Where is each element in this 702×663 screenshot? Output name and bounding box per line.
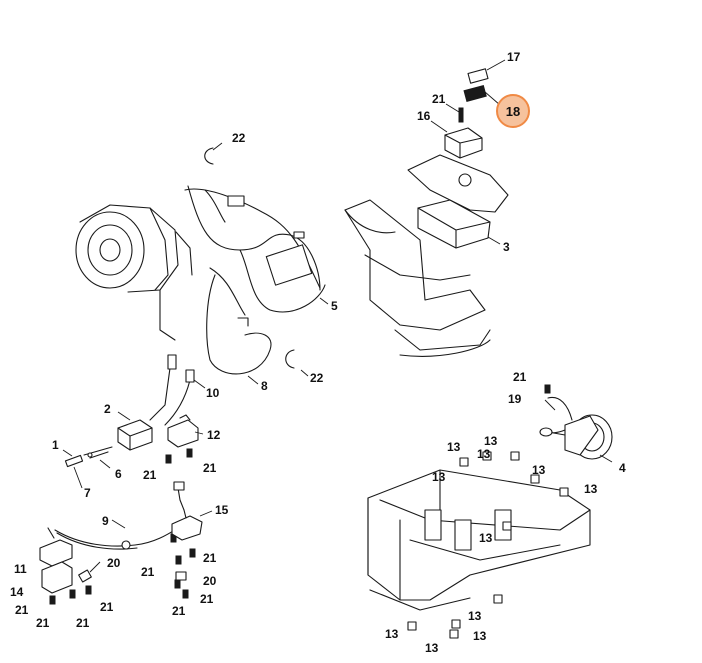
callout-13-g: 13: [479, 531, 493, 545]
callout-4: 4: [619, 461, 626, 475]
callout-22-top: 22: [232, 131, 246, 145]
callout-22-mid: 22: [310, 371, 324, 385]
cover-assembly: [344, 199, 491, 357]
callout-21-k: 21: [513, 370, 527, 384]
callout-19: 19: [508, 392, 522, 406]
callout-21-g: 21: [141, 565, 155, 579]
screws-mid: [49, 448, 196, 605]
bracket-11: [39, 527, 73, 594]
callout-13-c: 13: [477, 447, 491, 461]
callout-20-a: 20: [107, 556, 121, 570]
callout-21-b: 21: [203, 461, 217, 475]
clip-22-top: [204, 147, 214, 165]
callout-21-j: 21: [172, 604, 186, 618]
callout-14: 14: [10, 585, 24, 599]
callout-16: 16: [417, 109, 431, 123]
callout-9: 9: [102, 514, 109, 528]
wiring-harness: [184, 185, 326, 316]
callout-13-a: 13: [447, 440, 461, 454]
callout-20-b: 20: [203, 574, 217, 588]
cable-9: [54, 527, 179, 547]
callout-13-d: 13: [432, 470, 446, 484]
callout-1: 1: [52, 438, 59, 452]
callout-10: 10: [206, 386, 220, 400]
callout-21-h: 21: [203, 551, 217, 565]
callout-13-e: 13: [532, 463, 546, 477]
callout-13-f: 13: [584, 482, 598, 496]
callout-6: 6: [115, 467, 122, 481]
callout-5: 5: [331, 299, 338, 313]
callout-21-i: 21: [200, 592, 214, 606]
motor-assembly: [75, 204, 193, 341]
motor-4: [547, 414, 613, 460]
cable-10: [164, 379, 191, 426]
callout-21-f: 21: [100, 600, 114, 614]
part-20-left: [78, 569, 92, 583]
plate-under-16: [407, 154, 509, 213]
callout-7: 7: [84, 486, 91, 500]
callout-21-top: 21: [432, 92, 446, 106]
callout-12: 12: [207, 428, 221, 442]
callout-13-i: 13: [385, 627, 399, 641]
bracket-15: [171, 481, 203, 541]
callout-21-e: 21: [76, 616, 90, 630]
callout-21-d: 21: [36, 616, 50, 630]
callout-21-a: 21: [143, 468, 157, 482]
callout-8: 8: [261, 379, 268, 393]
part-17: [463, 68, 489, 102]
clip-22-mid: [285, 349, 295, 369]
callout-17: 17: [507, 50, 521, 64]
sensor-1-6-7: [64, 446, 113, 468]
clips-13: [407, 451, 569, 639]
callout-13-h2: 13: [473, 629, 487, 643]
callout-2: 2: [104, 402, 111, 416]
callout-13-h: 13: [468, 609, 482, 623]
part-16: [444, 127, 483, 159]
callout-11: 11: [14, 562, 27, 576]
leader-lines: [62, 59, 613, 573]
washer-19: [539, 427, 553, 437]
callout-13-b: 13: [484, 434, 498, 448]
callout-18-highlight: 18: [496, 94, 530, 128]
callout-21-c: 21: [15, 603, 29, 617]
cable-8: [206, 274, 272, 375]
callout-3: 3: [503, 240, 510, 254]
callout-15: 15: [215, 503, 229, 517]
screw-21-right: [544, 384, 551, 394]
screw-21-top: [458, 107, 464, 123]
callout-13-j: 13: [425, 641, 439, 655]
part-20-right: [175, 571, 187, 581]
controller-2: [117, 354, 177, 451]
bracket-12: [167, 414, 199, 448]
